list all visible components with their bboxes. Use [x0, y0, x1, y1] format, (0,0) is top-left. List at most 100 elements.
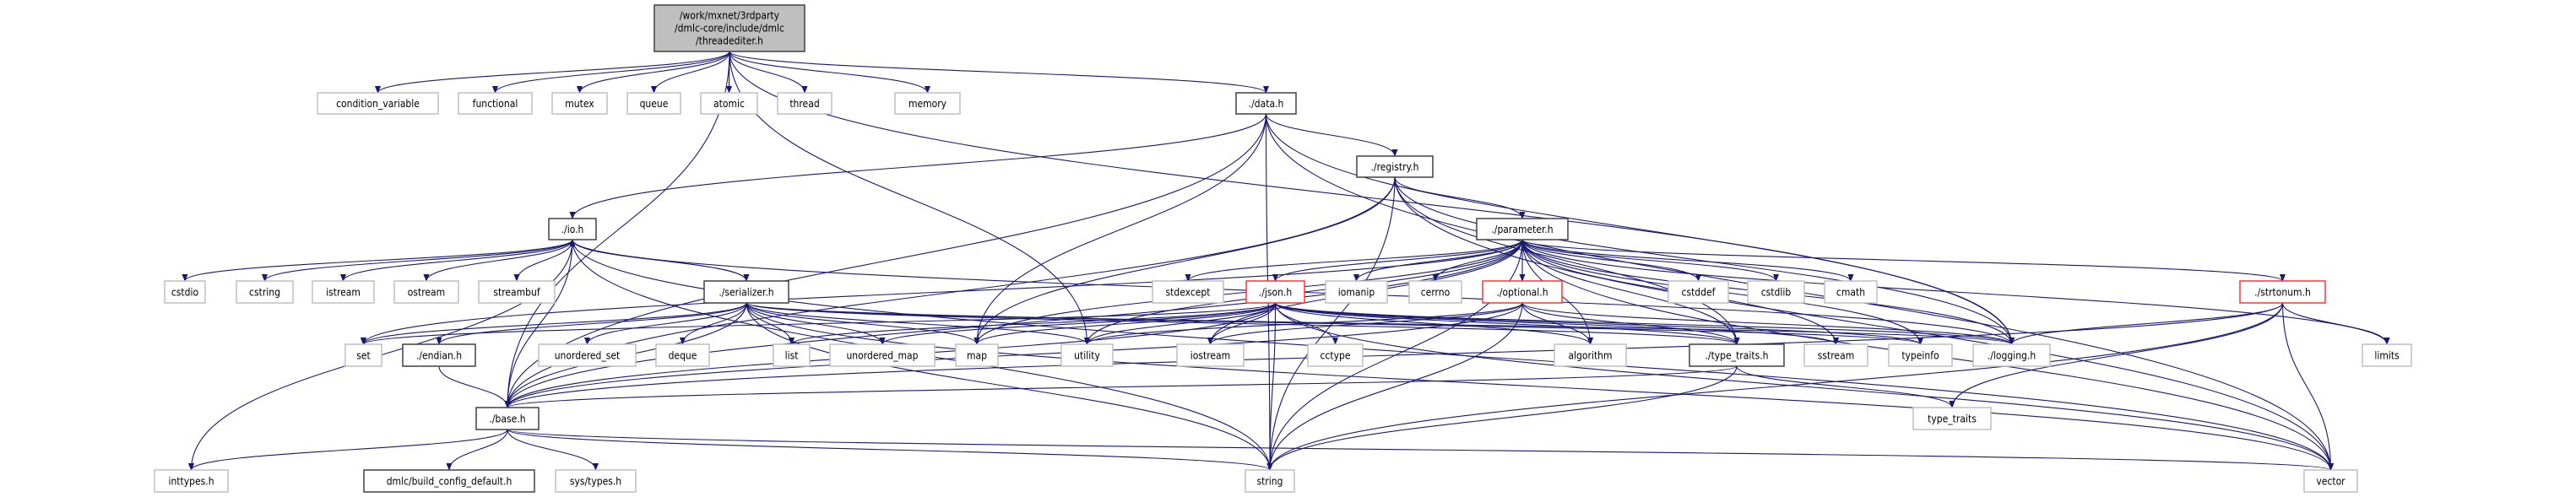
node-queue: queue [626, 92, 681, 115]
node-sys-types: sys/types.h [555, 469, 637, 493]
edge-json-to-set [361, 302, 1277, 345]
edge-serializer-to-string [746, 302, 1273, 471]
node-box [236, 280, 294, 304]
node-label: ./parameter.h [1491, 224, 1553, 235]
node-label: set [356, 350, 371, 362]
node-label: dmlc/build_config_default.h [387, 476, 512, 488]
node-label: utility [1074, 350, 1100, 362]
node-label: cerrno [1421, 287, 1451, 299]
node-box [1060, 343, 1114, 367]
node-cctype: cctype [1307, 343, 1364, 367]
node-box [312, 280, 375, 304]
node-box [2239, 280, 2326, 304]
node-label: sstream [1818, 350, 1854, 362]
node-box [1689, 343, 1785, 367]
node-data[interactable]: ./data.h [1235, 92, 1297, 115]
node-endian[interactable]: ./endian.h [402, 343, 476, 367]
node-label: atomic [713, 98, 745, 110]
node-label: ./logging.h [1988, 350, 2036, 362]
node-box [2362, 343, 2412, 367]
node-base[interactable]: ./base.h [475, 407, 540, 430]
edge-threadediter-to-queue [650, 51, 730, 94]
edge-json-to-typeinfo [1274, 302, 1923, 345]
node-stdexcept: stdexcept [1152, 280, 1224, 304]
node-label: mutex [565, 98, 594, 110]
root-label-line-2: /dmlc-core/include/dmlc [675, 23, 784, 35]
node-label: ./base.h [489, 413, 525, 425]
node-label: list [785, 350, 799, 362]
node-label: stdexcept [1166, 287, 1211, 299]
node-box [478, 280, 556, 304]
node-label: map [967, 350, 987, 362]
edge-data-to-io [569, 113, 1267, 219]
node-label: iomanip [1338, 287, 1375, 299]
node-typeinfo: typeinfo [1888, 343, 1953, 367]
edge-threadediter-to-memory [729, 51, 931, 94]
node-box [164, 280, 206, 304]
node-label: cstdlib [1761, 287, 1792, 299]
node-label: istream [326, 287, 361, 299]
node-iomanip: iomanip [1325, 280, 1388, 304]
node-optional[interactable]: ./optional.h [1482, 280, 1563, 304]
edge-serializer-to-unordered_set [583, 302, 747, 345]
edge-base-to-vector [507, 429, 2334, 471]
node-label: thread [789, 98, 819, 110]
edge-parameter-to-set [361, 239, 1523, 345]
node-box [551, 92, 608, 115]
node-json[interactable]: ./json.h [1245, 280, 1305, 304]
edge-serializer-to-vector [746, 302, 2334, 471]
node-label: functional [473, 98, 518, 110]
edge-parameter-to-strtonum [1521, 239, 2286, 282]
node-thread: thread [777, 92, 832, 115]
node-box [700, 92, 758, 115]
node-unordered-map: unordered_map [829, 343, 935, 367]
edge-json-to-unordered_map [879, 302, 1277, 345]
edge-threadediter-to-mutex [576, 51, 730, 94]
node-memory: memory [894, 92, 961, 115]
node-parameter[interactable]: ./parameter.h [1476, 218, 1569, 240]
node-registry[interactable]: ./registry.h [1356, 155, 1434, 178]
node-box [1747, 280, 1805, 304]
node-serializer[interactable]: ./serializer.h [703, 280, 789, 304]
node-istream: istream [312, 280, 375, 304]
edge-serializer-to-io [569, 239, 747, 282]
node-label: string [1257, 476, 1283, 488]
edge-parameter-to-cmath [1521, 239, 1854, 282]
node-type-traits-h[interactable]: ./type_traits.h [1689, 343, 1785, 367]
node-box [344, 343, 382, 367]
node-sstream: sstream [1803, 343, 1868, 367]
edge-threadediter-to-base [504, 51, 730, 408]
node-list: list [773, 343, 811, 367]
node-box [655, 343, 710, 367]
edge-serializer-to-map [746, 302, 980, 345]
node-box [955, 343, 999, 367]
node-build-config[interactable]: dmlc/build_config_default.h [363, 469, 535, 493]
node-box [402, 343, 476, 367]
edge-data-to-map [973, 113, 1267, 345]
node-box [317, 92, 439, 115]
edge-type_traits_h-to-base [504, 365, 1738, 408]
edge-serializer-to-set [361, 302, 747, 345]
edge-json-to-map [973, 302, 1277, 345]
edge-base-to-sys_types [507, 429, 599, 471]
edge-threadediter-to-thread [729, 51, 808, 94]
node-box [363, 469, 535, 493]
node-label: condition_variable [336, 98, 420, 110]
edge-registry-to-map [973, 176, 1396, 345]
node-box [1245, 469, 1295, 493]
node-box [1325, 280, 1388, 304]
node-io[interactable]: ./io.h [548, 218, 597, 240]
node-box [1176, 343, 1245, 367]
edge-serializer-to-utility [746, 302, 1090, 345]
edge-io-to-cstring [262, 239, 573, 282]
node-threadediter-h[interactable]: /work/mxnet/3rdparty /dmlc-core/include/… [653, 4, 805, 52]
node-condition-variable: condition_variable [317, 92, 439, 115]
edge-serializer-to-logging [746, 302, 2015, 345]
node-box [1803, 343, 1868, 367]
node-strtonum[interactable]: ./strtonum.h [2239, 280, 2326, 304]
node-label: iostream [1190, 350, 1230, 362]
node-label: cctype [1321, 350, 1351, 362]
node-vector: vector [2303, 469, 2358, 493]
edge-io-to-cstdio [182, 239, 573, 282]
edge-optional-to-string [1266, 302, 1523, 471]
